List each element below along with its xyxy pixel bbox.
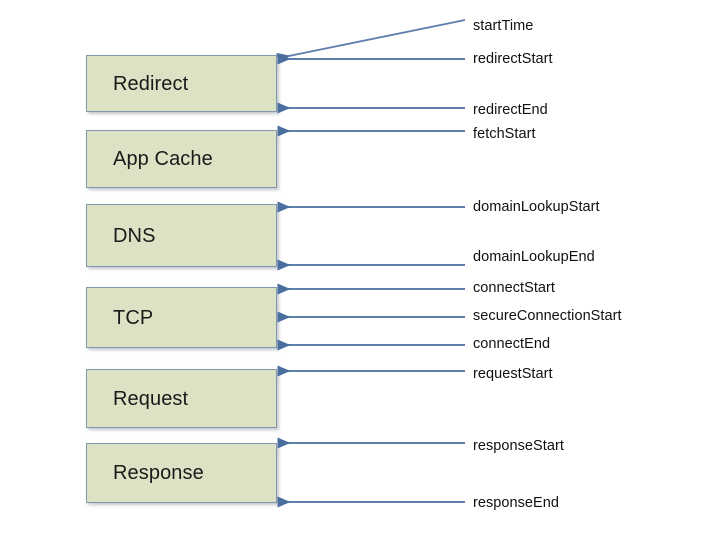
phase-box-label: TCP: [113, 306, 154, 329]
phase-box-label: Request: [113, 387, 189, 410]
marker-label-connect-start: connectStart: [473, 280, 556, 296]
phase-box-dns[interactable]: DNS: [86, 204, 277, 267]
phase-box-response[interactable]: Response: [86, 443, 277, 503]
marker-label-redirect-start: redirectStart: [473, 51, 553, 67]
marker-arrow-start-time: [276, 19, 466, 64]
marker-label-connect-end: connectEnd: [473, 336, 551, 352]
marker-label-request-start: requestStart: [473, 366, 553, 382]
marker-label-start-time: startTime: [473, 18, 534, 34]
marker-label-domain-lookup-start: domainLookupStart: [473, 199, 600, 215]
marker-label-secure-connection-start: secureConnectionStart: [473, 308, 622, 324]
marker-label-response-end: responseEnd: [473, 495, 559, 511]
marker-label-response-start: responseStart: [473, 438, 564, 454]
phase-box-app-cache[interactable]: App Cache: [86, 130, 277, 188]
phase-box-redirect[interactable]: Redirect: [86, 55, 277, 112]
marker-label-domain-lookup-end: domainLookupEnd: [473, 249, 595, 265]
phase-box-label: Response: [113, 462, 204, 484]
phase-box-label: DNS: [113, 224, 156, 247]
marker-label-redirect-end: redirectEnd: [473, 102, 548, 118]
phase-box-request[interactable]: Request: [86, 369, 277, 428]
marker-label-fetch-start: fetchStart: [473, 126, 536, 142]
phase-box-label: App Cache: [113, 148, 213, 170]
phase-box-tcp[interactable]: TCP: [86, 287, 277, 348]
phase-box-label: Redirect: [113, 72, 189, 95]
